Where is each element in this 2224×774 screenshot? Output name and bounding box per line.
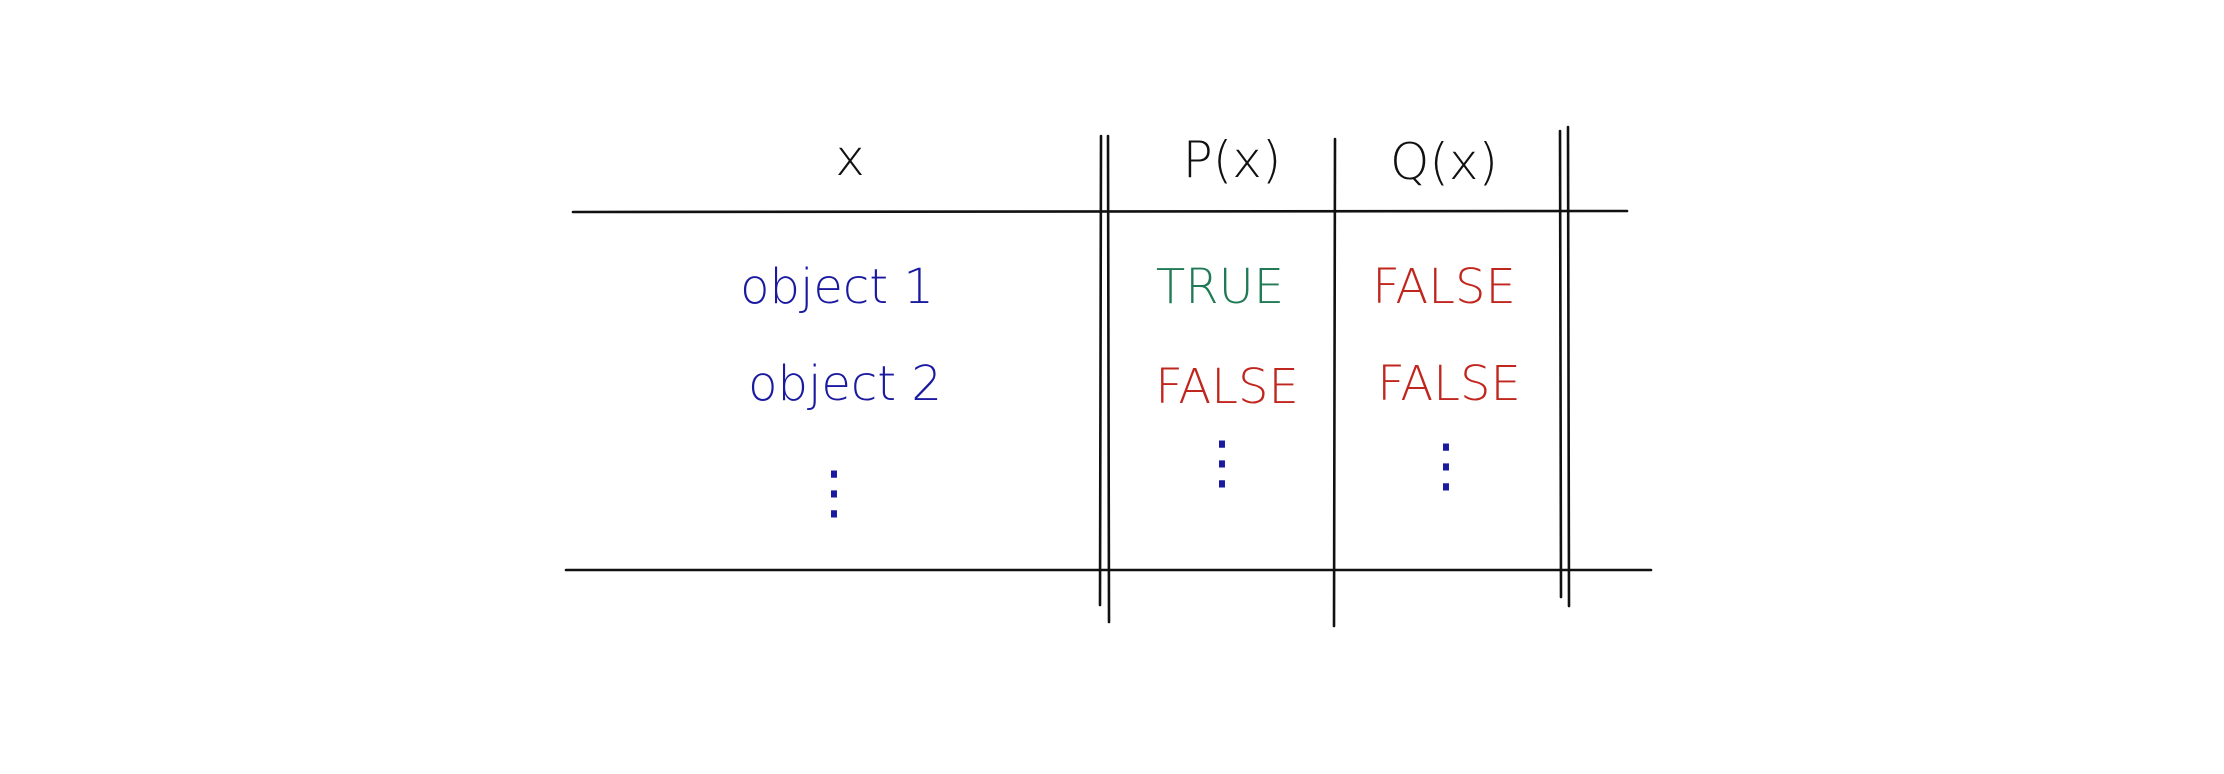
header-p: P(x): [1183, 131, 1282, 189]
table-row: object 2 FALSE FALSE: [748, 356, 1521, 415]
table-grid: [564, 125, 1653, 628]
q-column-divider-left: [1558, 129, 1563, 599]
cell-q: FALSE: [1372, 259, 1516, 315]
cell-x: object 2: [748, 356, 942, 412]
cell-x: object 1: [740, 259, 934, 315]
header-x: x: [835, 129, 865, 187]
x-column-divider-right: [1106, 134, 1111, 624]
table-row: ⋮ ⋮ ⋮: [805, 428, 1475, 526]
cell-p: TRUE: [1156, 259, 1284, 315]
cell-p: FALSE: [1155, 359, 1299, 415]
cell-p: ⋮: [1193, 428, 1251, 496]
table-row: object 1 TRUE FALSE: [740, 259, 1516, 315]
x-column-divider-left: [1098, 134, 1103, 607]
cell-q: ⋮: [1417, 431, 1475, 499]
header-q: Q(x): [1390, 133, 1498, 191]
cell-x: ⋮: [805, 458, 863, 526]
pq-column-divider: [1332, 137, 1337, 628]
q-column-divider-right: [1566, 125, 1571, 608]
header-row: x P(x) Q(x): [835, 129, 1498, 191]
cell-q: FALSE: [1377, 356, 1521, 412]
